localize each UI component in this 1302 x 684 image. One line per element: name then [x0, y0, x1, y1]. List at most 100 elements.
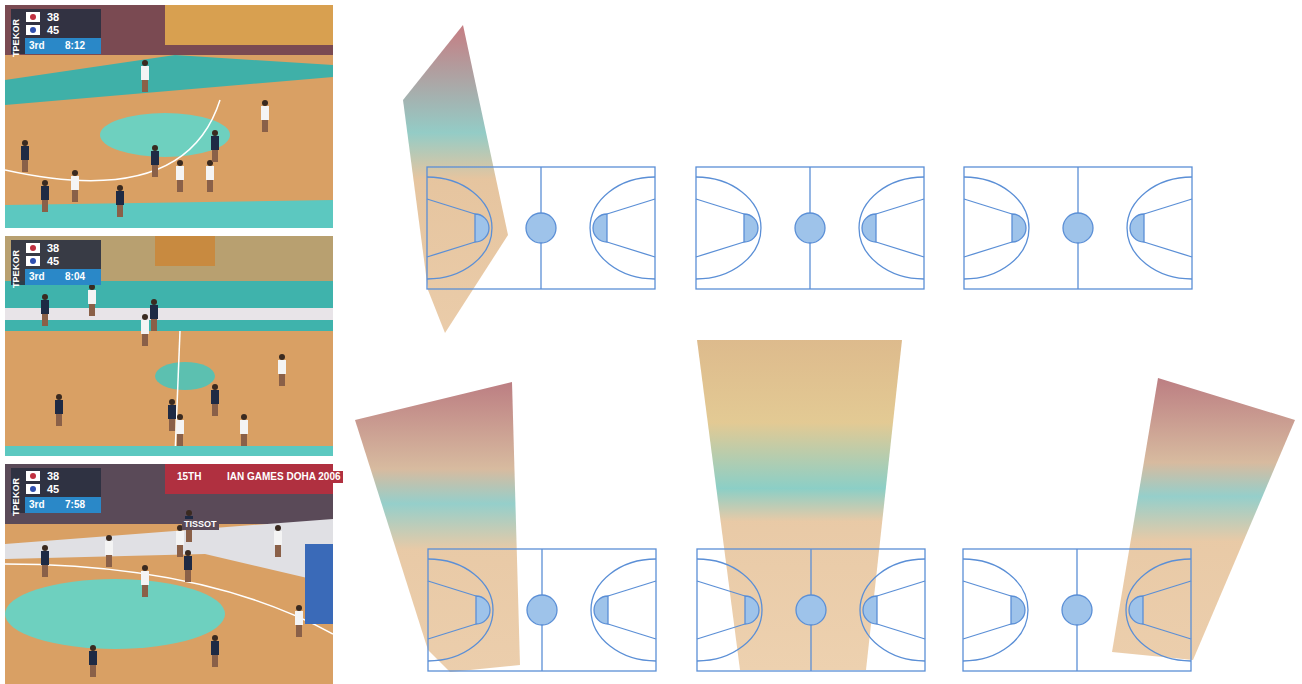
art-part [177, 545, 183, 557]
court-diagram [963, 378, 1295, 671]
art-part [152, 165, 158, 177]
art-part [278, 360, 286, 374]
art-part [25, 38, 101, 54]
art-part [1144, 199, 1192, 214]
art-part [141, 571, 149, 585]
art-part [744, 214, 758, 242]
art-part [168, 405, 176, 419]
art-part [155, 362, 215, 390]
score-number: 38 [47, 12, 59, 23]
court-diagram [964, 167, 1192, 289]
art-part [1011, 596, 1025, 624]
banner-text: IAN GAMES DOHA 2006 [225, 471, 343, 483]
art-part [863, 596, 877, 624]
art-part [42, 314, 48, 326]
art-part [26, 12, 40, 22]
warped-frame [697, 340, 902, 670]
art-part [177, 414, 183, 420]
art-part [1143, 624, 1191, 639]
art-part [212, 384, 218, 390]
art-part [176, 531, 184, 545]
art-part [964, 242, 1012, 257]
team-code: KOR [12, 478, 21, 498]
art-part [275, 525, 281, 531]
art-part [261, 106, 269, 120]
art-part [5, 281, 333, 331]
art-part [262, 120, 268, 132]
art-part [25, 269, 101, 285]
art-part [177, 180, 183, 192]
art-part [105, 541, 113, 555]
art-part [184, 556, 192, 570]
art-part [90, 665, 96, 677]
art-part [745, 596, 759, 624]
art-part [964, 167, 1192, 289]
art-part [30, 258, 36, 264]
art-part [796, 595, 826, 625]
art-part [427, 199, 475, 214]
art-part [862, 214, 876, 242]
art-part [241, 434, 247, 446]
art-part [212, 404, 218, 416]
art-part [428, 549, 656, 671]
art-part [89, 304, 95, 316]
art-part [1063, 213, 1093, 243]
art-part [696, 199, 744, 214]
art-part [876, 199, 924, 214]
art-part [71, 176, 79, 190]
art-part [88, 290, 96, 304]
art-part [859, 177, 924, 279]
art-part [240, 420, 248, 434]
warped-frame [355, 382, 520, 672]
art-part [117, 185, 123, 191]
warped-frame [403, 25, 508, 333]
art-part [593, 214, 607, 242]
art-part [41, 551, 49, 565]
art-part [41, 300, 49, 314]
art-part [241, 414, 247, 420]
art-part [207, 180, 213, 192]
art-part [963, 559, 1028, 661]
art-part [5, 564, 333, 634]
team-code: TPE [12, 270, 21, 288]
art-part [30, 245, 36, 251]
art-part [26, 471, 40, 481]
art-part [5, 446, 333, 456]
art-part [30, 27, 36, 33]
art-part [72, 190, 78, 202]
art-part [30, 473, 36, 479]
art-part [41, 186, 49, 200]
art-part [275, 545, 281, 557]
art-part [212, 655, 218, 667]
video-frame [5, 236, 333, 456]
art-part [22, 140, 28, 146]
art-part [608, 624, 656, 639]
art-part [860, 559, 925, 661]
art-part [26, 256, 40, 266]
art-part [177, 434, 183, 446]
art-part [697, 624, 745, 639]
art-part [877, 581, 925, 596]
art-part [1126, 559, 1191, 661]
art-part [527, 595, 557, 625]
art-part [5, 55, 333, 105]
period-label: 3rd [29, 272, 45, 282]
period-label: 3rd [29, 41, 45, 51]
art-part [607, 242, 655, 257]
art-part [185, 550, 191, 556]
art-part [142, 334, 148, 346]
art-part [428, 559, 493, 661]
art-part [11, 9, 101, 54]
score-number: 45 [47, 256, 59, 267]
art-part [697, 559, 762, 661]
art-part [279, 354, 285, 360]
team-code: TPE [12, 39, 21, 57]
art-part [150, 305, 158, 319]
art-part [212, 130, 218, 136]
art-part [296, 625, 302, 637]
art-part [151, 319, 157, 331]
art-part [185, 570, 191, 582]
art-part [696, 242, 744, 257]
art-part [117, 205, 123, 217]
art-part [186, 510, 192, 516]
